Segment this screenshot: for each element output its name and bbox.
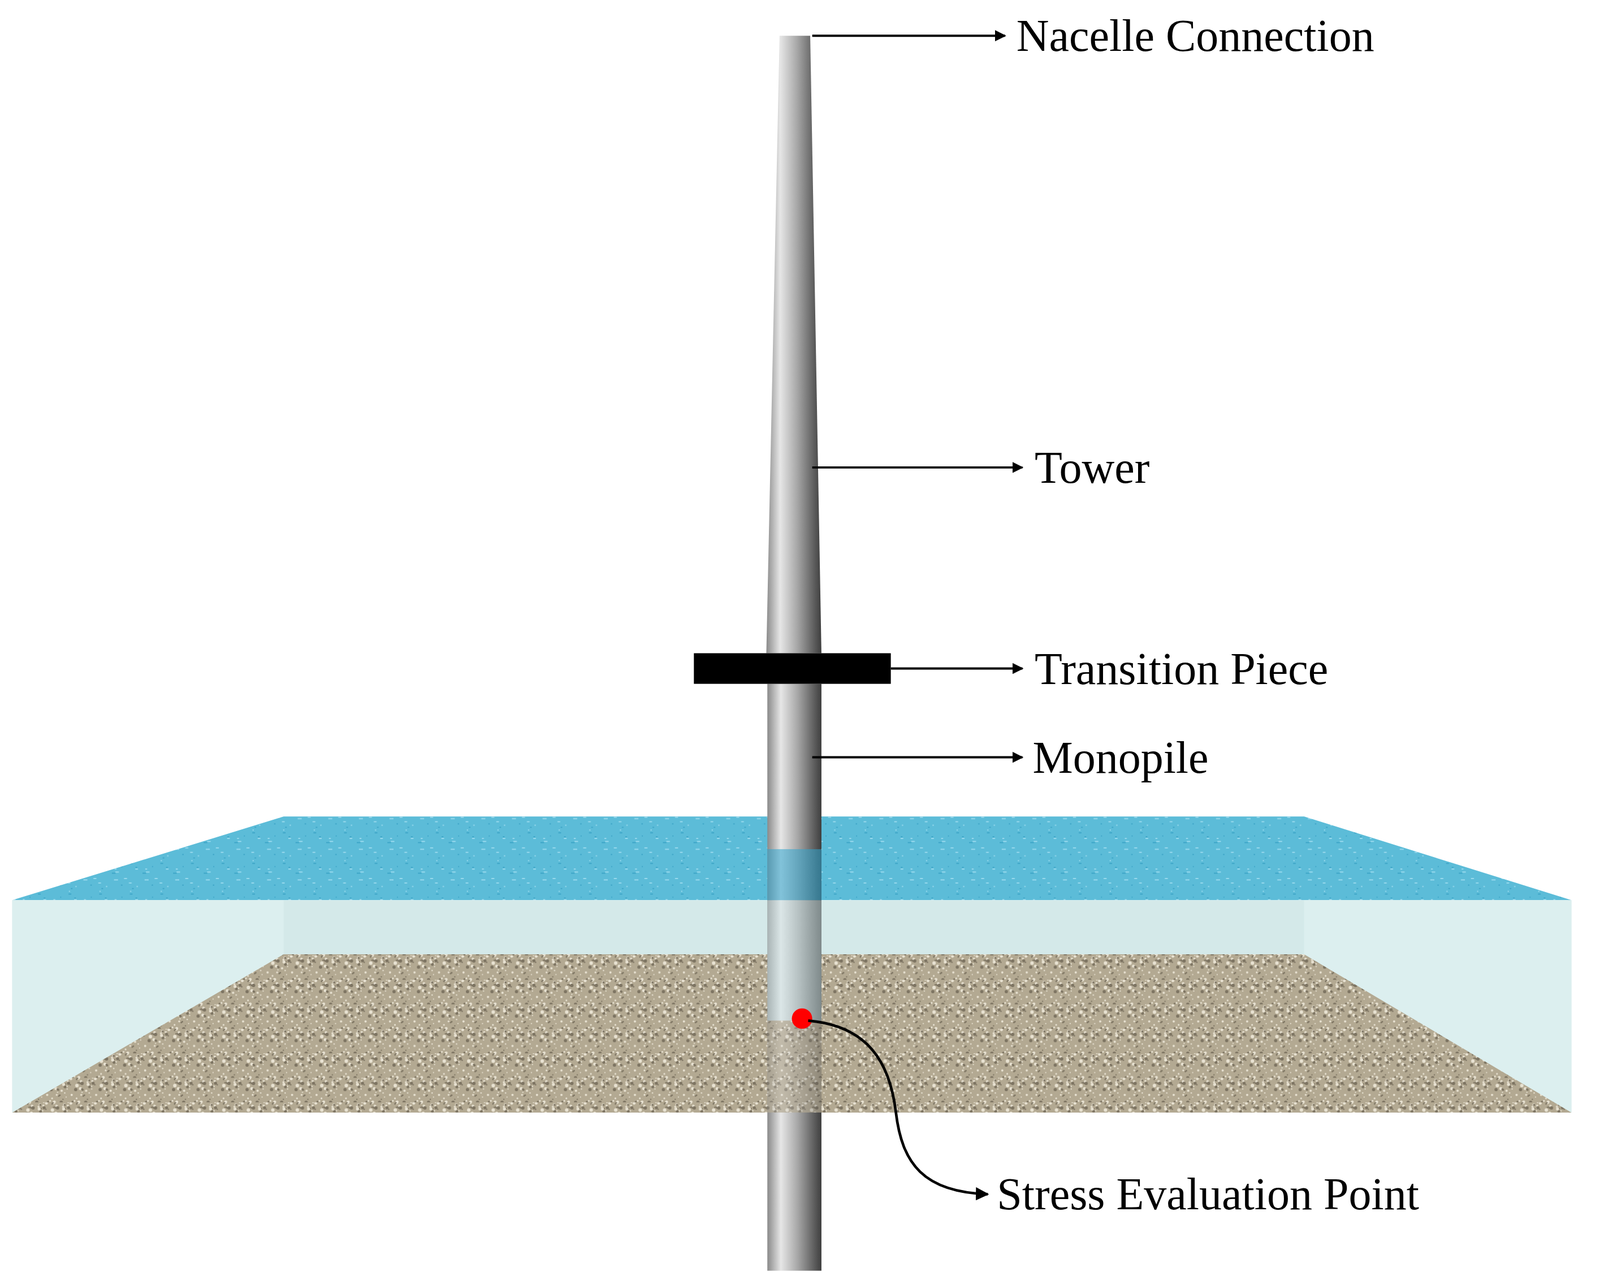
leader-arrow <box>807 1020 988 1195</box>
monopile <box>767 684 822 1271</box>
leader-arrow <box>812 34 1006 37</box>
water-over-pile <box>767 849 822 901</box>
water-over-pile <box>767 900 822 1021</box>
stress-point <box>792 1008 813 1029</box>
part-label: Nacelle Connection <box>1016 13 1375 59</box>
tower <box>766 35 821 654</box>
leader-arrow <box>891 667 1023 670</box>
seabed-over-pile <box>767 1020 822 1113</box>
leader-arrow <box>812 756 1023 759</box>
part-label: Tower <box>1034 444 1150 491</box>
water-body <box>12 900 1572 1113</box>
part-label: Monopile <box>1032 734 1209 781</box>
part-label: Stress Evaluation Point <box>996 1171 1420 1217</box>
transition-piece <box>693 653 891 684</box>
leader-arrow <box>812 466 1023 469</box>
part-label: Transition Piece <box>1034 646 1329 692</box>
